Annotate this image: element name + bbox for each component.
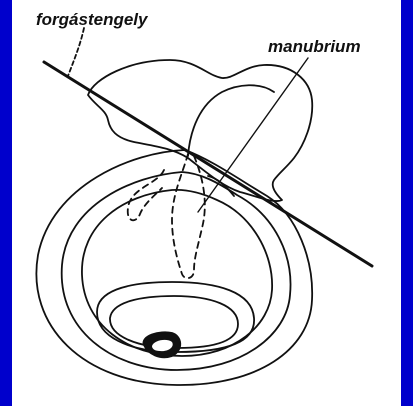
rotation-axis-label: forgástengely bbox=[36, 10, 147, 30]
diagram-panel: forgástengely manubrium bbox=[12, 0, 401, 406]
ossicle-outline bbox=[88, 60, 312, 201]
rotation-axis-line bbox=[44, 62, 372, 266]
ear-ossicle-drawing bbox=[12, 0, 401, 406]
manubrium-dashed-right bbox=[194, 156, 205, 270]
axis-label-leader bbox=[68, 28, 84, 76]
manubrium-label-leader bbox=[198, 58, 308, 212]
ossicle-inner-contour bbox=[188, 85, 274, 156]
membrane-contour-2 bbox=[82, 190, 272, 356]
manubrium-label: manubrium bbox=[268, 37, 361, 57]
